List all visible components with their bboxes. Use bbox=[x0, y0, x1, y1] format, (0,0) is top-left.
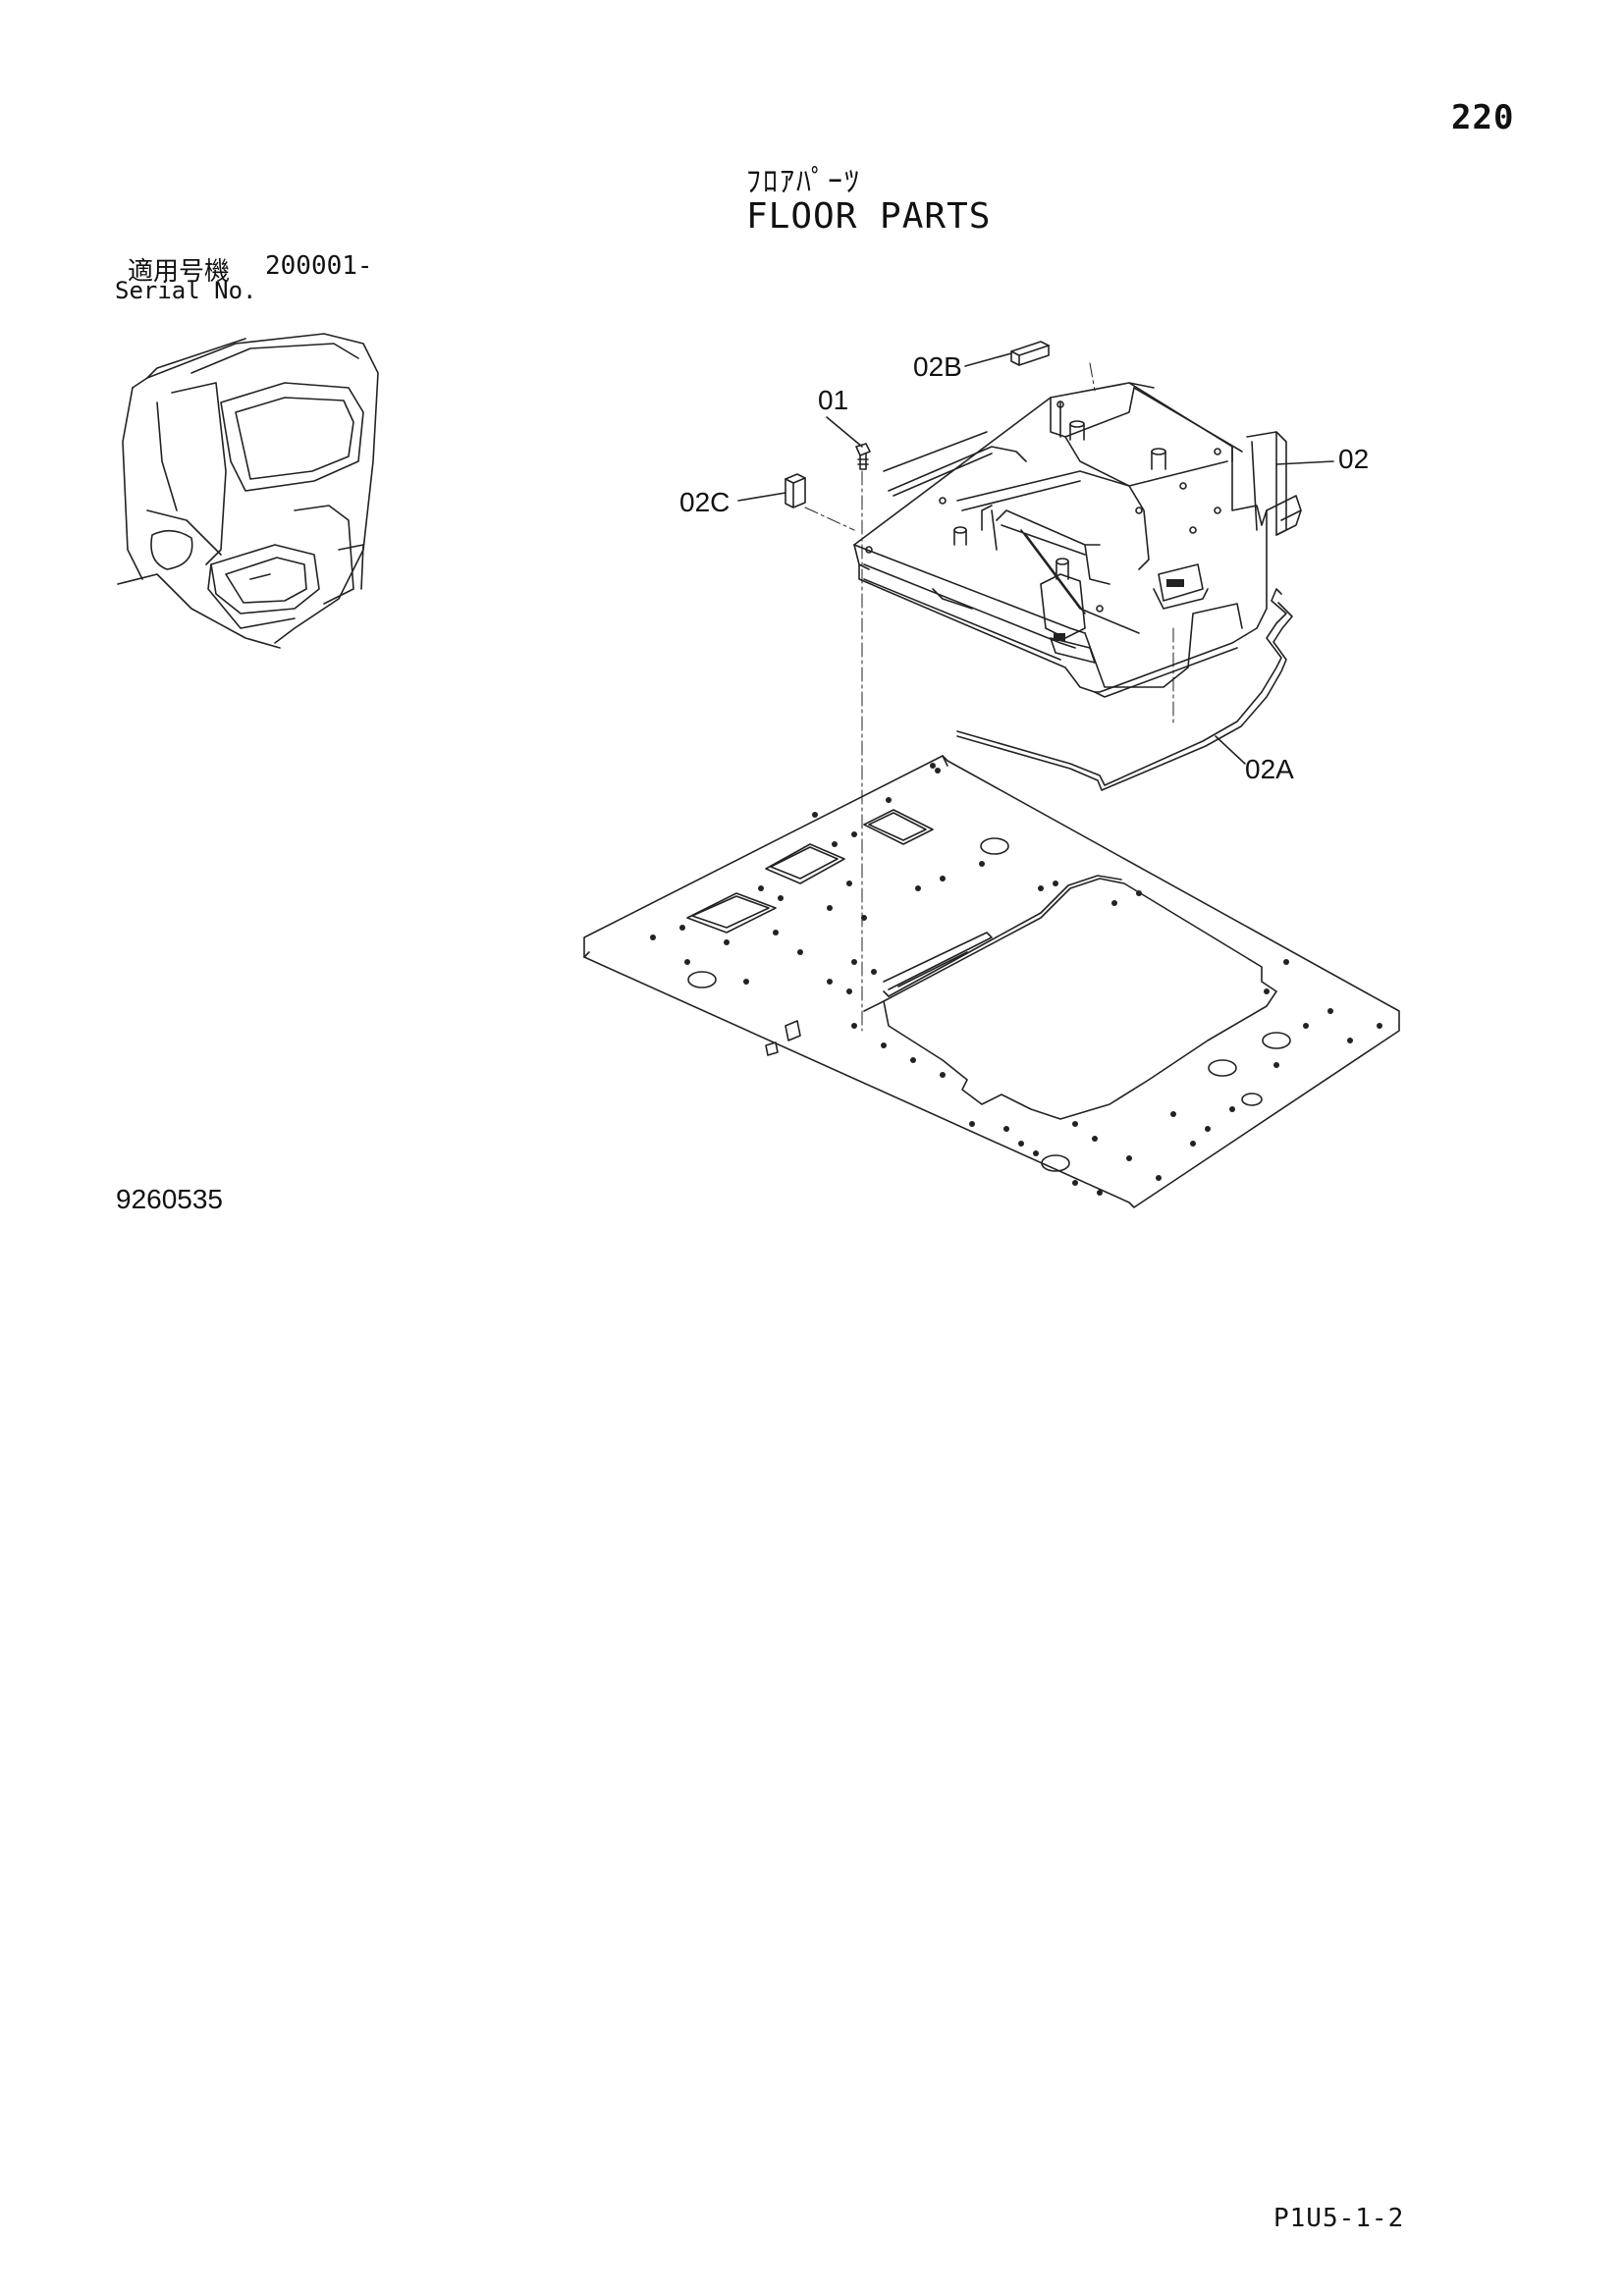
spacer-02b-drawing bbox=[1011, 342, 1049, 365]
serial-label-japanese: 適用号機 bbox=[128, 257, 231, 287]
title-english: FLOOR PARTS bbox=[746, 196, 992, 237]
cab-overview-illustration bbox=[118, 334, 378, 648]
stud-pins bbox=[866, 401, 1220, 612]
page-code: P1U5-1-2 bbox=[1273, 2204, 1405, 2233]
bolt-01-drawing bbox=[856, 444, 870, 469]
page-number: 220 bbox=[1451, 98, 1515, 137]
serial-label-english: Serial No. bbox=[115, 277, 257, 304]
spacer-02c-drawing bbox=[785, 474, 805, 507]
floor-plate-drawing bbox=[584, 756, 1399, 1207]
plate-holes bbox=[650, 763, 1382, 1196]
drawing-number: 9260535 bbox=[116, 1184, 224, 1214]
callout-part-02a: 02A bbox=[1245, 754, 1294, 784]
bracket-02-drawing bbox=[854, 383, 1301, 697]
callout-part-02c: 02C bbox=[679, 487, 731, 517]
leader-lines bbox=[738, 353, 1333, 764]
serial-range: 200001- bbox=[265, 251, 373, 281]
title-japanese: ﾌﾛｱﾊﾟｰﾂ bbox=[746, 165, 861, 199]
seal-02a-drawing bbox=[957, 589, 1292, 790]
callout-part-02: 02 bbox=[1338, 444, 1370, 474]
callout-part-01: 01 bbox=[818, 385, 849, 415]
callout-part-02b: 02B bbox=[913, 351, 962, 382]
center-lines bbox=[805, 363, 1173, 1031]
